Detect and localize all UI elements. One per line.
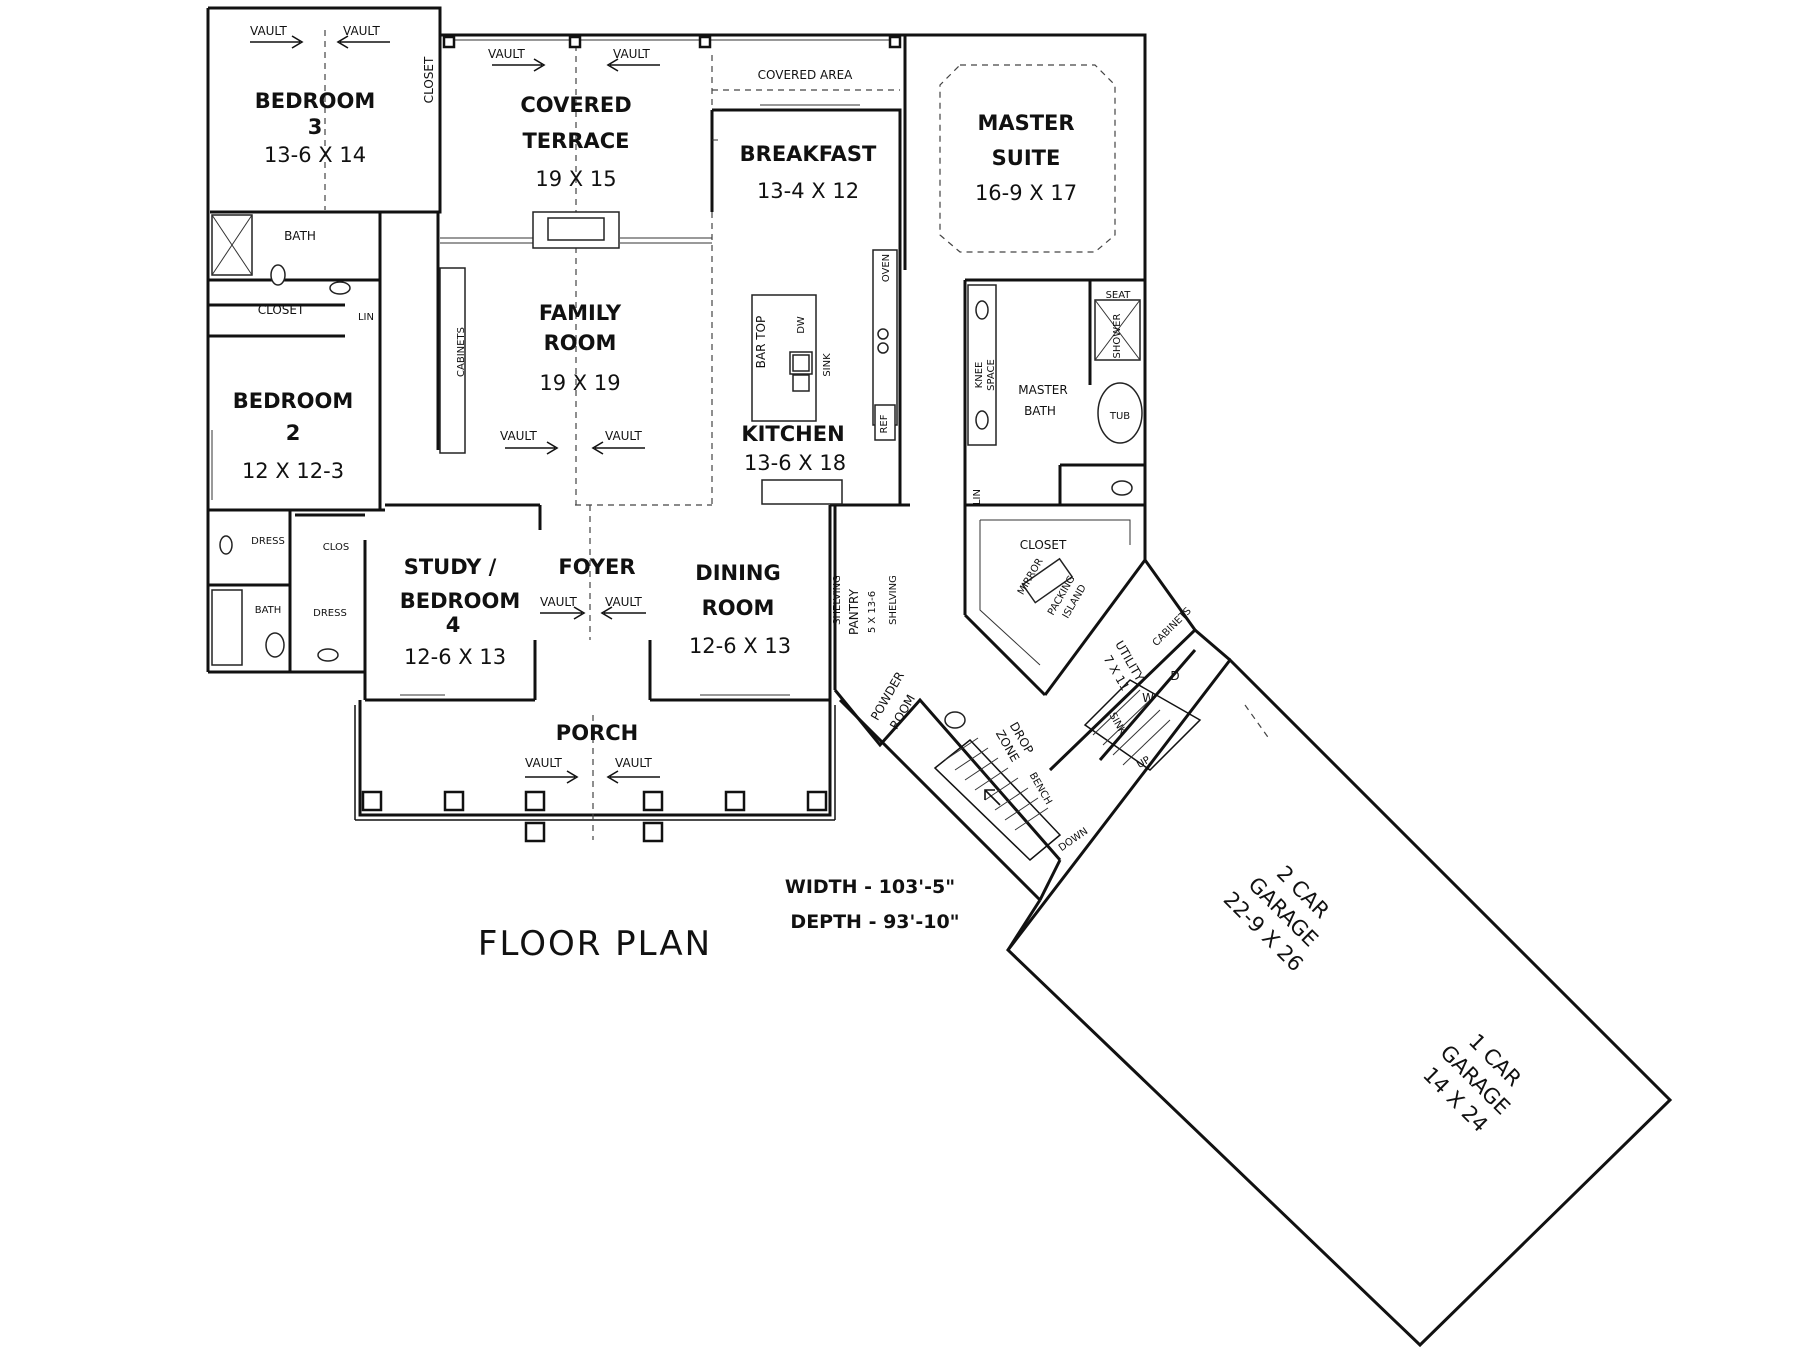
shelving-label: SHELVING — [888, 575, 899, 625]
breakfast-label: BREAKFAST — [740, 142, 877, 166]
seat-label: SEAT — [1106, 290, 1132, 301]
bedroom-2-size: 12 X 12-3 — [242, 459, 344, 483]
kitchen-size: 13-6 X 18 — [744, 451, 846, 475]
tub-label: TUB — [1109, 411, 1130, 422]
stairs — [933, 679, 1202, 862]
study-number: 4 — [446, 613, 461, 637]
covered-terrace-size: 19 X 15 — [535, 167, 616, 191]
master-suite-label-1: MASTER — [977, 111, 1074, 135]
windows — [211, 39, 900, 696]
washer-label: W — [1142, 691, 1154, 705]
knee-label: KNEE — [974, 362, 985, 389]
vault-label: VAULT — [343, 24, 380, 38]
closet-label: CLOSET — [258, 303, 305, 317]
sink-label: SINK — [822, 353, 833, 377]
vault-label: VAULT — [500, 429, 537, 443]
walls — [206, 6, 1673, 1348]
master-bath-label-1: MASTER — [1018, 383, 1067, 397]
pantry-size: 5 X 13-6 — [867, 591, 878, 633]
pantry-label: PANTRY — [847, 588, 861, 635]
bedroom-2-number: 2 — [286, 421, 301, 445]
dining-label-1: DINING — [695, 561, 780, 585]
overall-width: WIDTH - 103'-5" — [785, 876, 955, 898]
foyer-label: FOYER — [558, 555, 635, 579]
vault-label: VAULT — [615, 756, 652, 770]
dishwasher-label: DW — [796, 316, 807, 334]
shelving-label: SHELVING — [832, 575, 843, 625]
closet-label: CLOSET — [422, 56, 436, 103]
bench-label: BENCH — [1027, 771, 1054, 807]
bath-label: BATH — [255, 605, 282, 616]
closet-label: CLOSET — [1020, 538, 1067, 552]
family-room-label-1: FAMILY — [539, 301, 622, 325]
study-label-2: BEDROOM — [400, 589, 521, 613]
bedroom-3-size: 13-6 X 14 — [264, 143, 366, 167]
bath-label: BATH — [284, 229, 316, 243]
refrigerator-label: REF — [879, 414, 890, 433]
bedroom-2-label: BEDROOM — [233, 389, 354, 413]
dining-label-2: ROOM — [702, 596, 775, 620]
dress-label: DRESS — [251, 536, 285, 547]
covered-area-label: COVERED AREA — [758, 68, 854, 82]
bedroom-3-label: BEDROOM — [255, 89, 376, 113]
family-room-size: 19 X 19 — [539, 371, 620, 395]
dress-label: DRESS — [313, 608, 347, 619]
oven-label: OVEN — [881, 254, 892, 282]
master-bath-label-2: BATH — [1024, 404, 1056, 418]
vault-label: VAULT — [250, 24, 287, 38]
closet-label: CLOS — [323, 542, 349, 553]
vault-label: VAULT — [540, 595, 577, 609]
cabinets-label: CABINETS — [456, 327, 467, 377]
vault-label: VAULT — [525, 756, 562, 770]
porch-label: PORCH — [556, 721, 638, 745]
cabinets-label: CABINETS — [1151, 606, 1194, 649]
vault-label: VAULT — [488, 47, 525, 61]
study-size: 12-6 X 13 — [404, 645, 506, 669]
family-room-label-2: ROOM — [544, 331, 617, 355]
vault-label: VAULT — [605, 429, 642, 443]
dining-size: 12-6 X 13 — [689, 634, 791, 658]
shower-label: SHOWER — [1112, 314, 1123, 359]
master-suite-size: 16-9 X 17 — [975, 181, 1077, 205]
space-label: SPACE — [986, 359, 997, 391]
covered-terrace-label-1: COVERED — [520, 93, 631, 117]
overall-depth: DEPTH - 93'-10" — [790, 911, 959, 933]
breakfast-size: 13-4 X 12 — [757, 179, 859, 203]
vault-arrows — [250, 35, 1001, 806]
dashed-lines — [324, 30, 1116, 840]
kitchen-label: KITCHEN — [741, 422, 844, 446]
dryer-label: D — [1170, 669, 1179, 683]
linen-label: LIN — [972, 489, 983, 505]
linen-label: LIN — [358, 312, 374, 323]
fixtures — [211, 35, 1202, 862]
study-label-1: STUDY / — [404, 555, 497, 579]
bedroom-3-number: 3 — [308, 115, 323, 139]
plan-title: FLOOR PLAN — [478, 924, 712, 964]
vault-label: VAULT — [613, 47, 650, 61]
stair-up-label: UP — [1135, 755, 1152, 771]
bar-top-label: BAR TOP — [754, 316, 768, 369]
master-suite-label-2: SUITE — [992, 146, 1061, 170]
vault-label: VAULT — [605, 595, 642, 609]
covered-terrace-label-2: TERRACE — [522, 129, 629, 153]
